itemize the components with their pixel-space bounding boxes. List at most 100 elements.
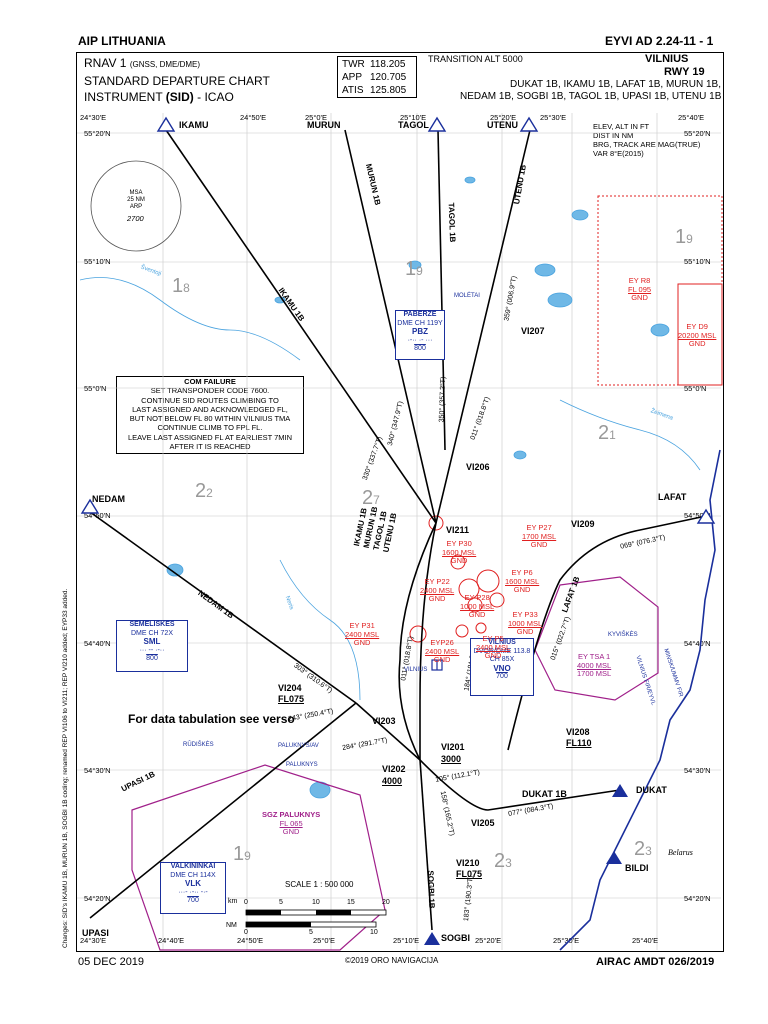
- sgz-upper: FL 065: [279, 818, 303, 828]
- place-moletai: MOLĖTAI: [454, 293, 480, 299]
- routes-list-2: NEDAM 1B, SOGBI 1B, TAGOL 1B, UPASI 1B, …: [460, 91, 722, 102]
- ey-p30-lower: GND: [450, 556, 468, 565]
- route-dukat: DUKAT 1B: [522, 789, 567, 799]
- coord-top-7: 25°40'E: [678, 113, 704, 122]
- utenu-marker: [519, 116, 539, 132]
- place-kyviskes: KYVIŠKĖS: [608, 632, 638, 638]
- ey-p22-upper: 2400 MSL: [420, 585, 455, 595]
- vi210-name: VI210: [456, 858, 480, 868]
- ey-r8-upper: FL 095: [628, 284, 652, 294]
- coord-right-6: 54°20'N: [684, 894, 711, 903]
- routes-list-1: DUKAT 1B, IKAMU 1B, LAFAT 1B, MURUN 1B,: [510, 79, 721, 90]
- nedam-marker: [80, 498, 100, 514]
- title-icao: - ICAO: [197, 90, 234, 104]
- freq-label: APP: [342, 72, 363, 83]
- bildi-label: BILDI: [625, 863, 649, 873]
- freq-value: 125.805: [370, 85, 407, 96]
- paberze-sub: DME CH 119Y: [397, 319, 443, 327]
- vilnius-name: VILNIUS: [488, 639, 516, 646]
- scale-km: km: [228, 898, 238, 905]
- chart-frame: [76, 52, 724, 952]
- km-tick-15: 15: [347, 899, 355, 906]
- sid-routes: [89, 129, 707, 931]
- page-ref: EYVI AD 2.24-11 - 1: [605, 34, 714, 48]
- vi203-label: VI203: [372, 716, 396, 726]
- tsa1-lower: 1700 MSL: [577, 669, 612, 678]
- sector-18-big: 1: [172, 275, 184, 297]
- eyp26-name: EYP26: [430, 638, 454, 647]
- valkininkai-sub: DME CH 114X: [170, 871, 216, 879]
- scale-bar: [245, 909, 387, 928]
- freq-label: ATIS: [342, 85, 364, 96]
- ey-p28-upper: 1000 MSL: [460, 601, 495, 611]
- sector-22: 22: [195, 480, 213, 503]
- dukat-label: DUKAT: [636, 785, 667, 795]
- com-failure-line: AFTER IT IS REACHED: [169, 442, 251, 452]
- eyp26-lower: GND: [433, 655, 451, 664]
- ey-p33-upper: 1000 MSL: [508, 618, 543, 628]
- coord-bottom-0: 24°30'E: [80, 936, 106, 945]
- vilnius-ch: CH 85X: [489, 656, 515, 663]
- ey-p27-upper: 1700 MSL: [522, 531, 557, 541]
- ey-p33-name: EY P33: [512, 610, 538, 619]
- valkininkai-alt: 700: [187, 897, 199, 904]
- runway-label: RWY 19: [664, 66, 705, 78]
- semeliskes-name: SEMELISKES: [129, 621, 175, 628]
- upasi-label: UPASI: [82, 928, 109, 938]
- km-tick-10: 10: [312, 899, 320, 906]
- ikamu-marker: [156, 116, 176, 132]
- tagol-marker: [427, 116, 447, 132]
- sector-19a: 19: [405, 258, 423, 281]
- sector-18-small: 8: [183, 281, 190, 295]
- com-failure-line: CONTINUE SID ROUTES CLIMBING TO: [141, 395, 279, 405]
- coord-top-0: 24°30'E: [80, 113, 106, 122]
- title-rnav: RNAV 1: [84, 56, 127, 70]
- units-notes: ELEV, ALT IN FT DIST IN NM BRG, TRACK AR…: [593, 122, 700, 158]
- com-failure-line: BUT NOT BELOW FL 80 WITHIN VILNIUS TMA: [129, 414, 291, 424]
- utenu-label: UTENU: [487, 120, 518, 130]
- msa-label: MSA 25 NM ARP: [118, 190, 154, 211]
- note-var: VAR 8°E(2015): [593, 149, 644, 158]
- coord-top-5: 25°20'E: [490, 113, 516, 122]
- coord-right-0: 55°20'N: [684, 129, 711, 138]
- freq-label: TWR: [342, 59, 365, 70]
- state-border: [559, 449, 721, 951]
- coord-bottom-2: 24°50'E: [237, 936, 263, 945]
- vilnius-vor: [431, 659, 443, 671]
- nm-tick-0: 0: [244, 929, 248, 936]
- coord-top-6: 25°30'E: [540, 113, 566, 122]
- compulsory-markers: [424, 784, 628, 945]
- title-rnav-sub: (GNSS, DME/DME): [129, 60, 201, 69]
- title-instrument: INSTRUMENT: [84, 90, 163, 104]
- sector-22-small: 2: [206, 486, 213, 500]
- sogbi-marker: [424, 932, 440, 945]
- vilnius-id: VNO: [493, 663, 511, 673]
- ikamu-label: IKAMU: [179, 120, 209, 130]
- coord-bottom-4: 25°10'E: [393, 936, 419, 945]
- ey-p31-upper: 2400 MSL: [345, 629, 380, 639]
- semeliskes-id: SML: [143, 637, 161, 646]
- sector-23a-big: 2: [494, 850, 506, 872]
- km-tick-0: 0: [244, 899, 248, 906]
- vi206-label: VI206: [466, 462, 490, 472]
- sector-18: 18: [172, 275, 190, 298]
- water-features: [79, 176, 701, 799]
- ey-p6-lower: GND: [513, 585, 531, 594]
- vi208-name: VI208: [566, 727, 590, 737]
- coord-left-3: 54°50'N: [84, 511, 111, 520]
- sector-27: 27: [362, 487, 380, 510]
- ey-p5-upper: 2400 MSL: [476, 642, 511, 652]
- scale-nm: NM: [226, 922, 237, 929]
- footer-date: 05 DEC 2019: [78, 956, 145, 968]
- graticule: [77, 113, 721, 950]
